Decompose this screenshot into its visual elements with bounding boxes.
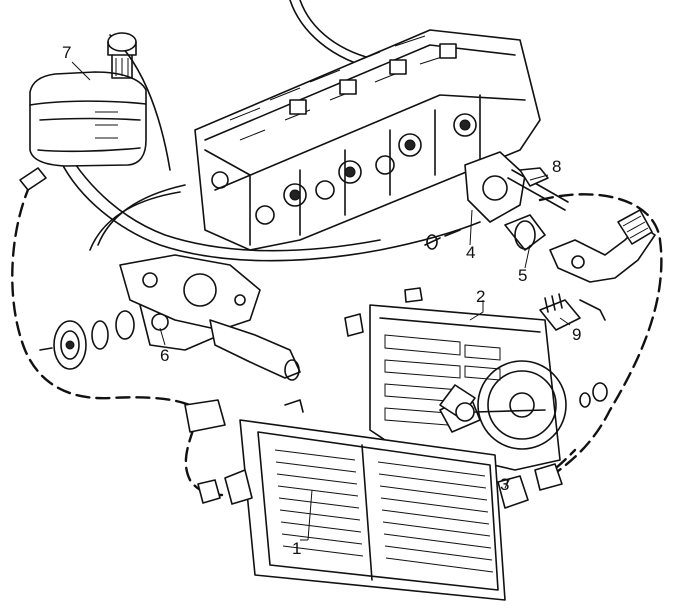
hose-clamp-area	[539, 293, 606, 331]
callout-5: 5	[518, 266, 527, 285]
callout-8: 8	[552, 157, 561, 176]
callout-6: 6	[160, 346, 169, 365]
callout-2: 2	[476, 287, 485, 306]
fan-shroud	[344, 287, 608, 471]
callout-9: 9	[572, 325, 581, 344]
radiator	[184, 399, 563, 601]
cylinder-head	[194, 29, 541, 251]
callout-4: 4	[466, 243, 475, 262]
callout-7: 7	[62, 43, 71, 62]
callout-numbers: 1 2 3 4 5 6 7 8 9	[62, 43, 581, 558]
callout-3: 3	[500, 475, 509, 494]
water-pump-assembly	[39, 254, 301, 381]
leader-lines	[71, 61, 571, 541]
thermostat-housing	[424, 151, 656, 283]
expansion-tank	[19, 32, 147, 191]
callout-1: 1	[292, 539, 301, 558]
